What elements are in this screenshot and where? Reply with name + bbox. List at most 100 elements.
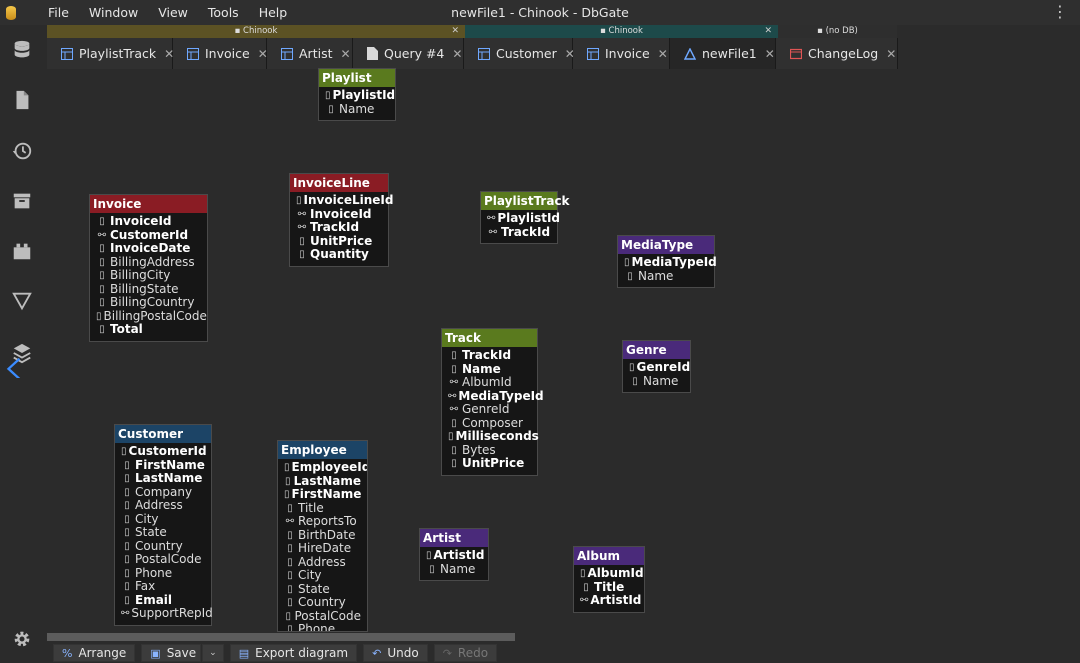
layers-icon[interactable] (10, 341, 34, 365)
column-row[interactable]: ▯BillingAddress (96, 255, 201, 270)
column-row[interactable]: ▯FirstName (121, 458, 205, 473)
tab-playlisttrack[interactable]: PlaylistTrack ✕ (47, 38, 175, 69)
column-row[interactable]: ▯UnitPrice (296, 234, 382, 249)
close-tab-icon[interactable]: ✕ (164, 46, 175, 61)
column-row[interactable]: ▯EmployeeId (284, 460, 367, 475)
column-row[interactable]: ▯Name (426, 562, 482, 577)
column-row[interactable]: ▯InvoiceId (96, 214, 201, 229)
column-row[interactable]: ▯MediaTypeId (624, 255, 717, 270)
plugin-icon[interactable] (10, 239, 34, 263)
column-row[interactable]: ▯BirthDate (284, 528, 361, 543)
column-row[interactable]: ▯AlbumId (580, 566, 644, 581)
column-row[interactable]: ▯Name (325, 102, 389, 117)
tab-artist[interactable]: Artist ✕ (267, 38, 353, 69)
column-row[interactable]: ⚯ReportsTo (284, 514, 361, 529)
diagram-canvas[interactable] (47, 69, 1080, 632)
close-tab-icon[interactable]: ✕ (657, 46, 668, 61)
column-row[interactable]: ▯BillingPostalCode (96, 309, 207, 324)
column-row[interactable]: ▯PostalCode (284, 609, 361, 624)
database-icon[interactable] (10, 38, 34, 62)
arrange-button[interactable]: % Arrange (53, 644, 136, 662)
entity-customer[interactable]: Customer ▯CustomerId▯FirstName▯LastName▯… (114, 424, 213, 626)
column-row[interactable]: ▯Title (284, 501, 361, 516)
column-row[interactable]: ▯PlaylistId (325, 88, 395, 103)
column-row[interactable]: ⚯MediaTypeId (448, 389, 544, 404)
tab-invoice[interactable]: Invoice ✕ (173, 38, 268, 69)
column-row[interactable]: ▯Name (448, 362, 531, 377)
column-row[interactable]: ▯Email (121, 593, 205, 608)
close-tab-icon[interactable]: ✕ (340, 46, 351, 61)
menu-tools[interactable]: Tools (207, 5, 239, 20)
column-row[interactable]: ▯UnitPrice (448, 456, 531, 471)
column-row[interactable]: ▯State (121, 525, 205, 540)
history-icon[interactable] (10, 139, 34, 163)
column-row[interactable]: ▯Phone (121, 566, 205, 581)
entity-invoiceline[interactable]: InvoiceLine ▯InvoiceLineId⚯InvoiceId⚯Tra… (289, 173, 393, 267)
column-row[interactable]: ▯Fax (121, 579, 205, 594)
menu-help[interactable]: Help (258, 5, 288, 20)
column-row[interactable]: ⚯TrackId (487, 225, 551, 240)
column-row[interactable]: ▯ArtistId (426, 548, 485, 563)
column-row[interactable]: ▯Name (629, 374, 684, 389)
column-row[interactable]: ▯Country (121, 539, 205, 554)
tab-newfile1[interactable]: newFile1 ✕ (670, 38, 776, 69)
column-row[interactable]: ▯Total (96, 322, 201, 337)
entity-artist[interactable]: Artist ▯ArtistId▯Name (419, 528, 489, 581)
settings-gear-icon[interactable] (10, 627, 34, 651)
column-row[interactable]: ▯City (284, 568, 361, 583)
entity-invoice[interactable]: Invoice ▯InvoiceId⚯CustomerId▯InvoiceDat… (89, 194, 208, 342)
entity-mediatype[interactable]: MediaType ▯MediaTypeId▯Name (617, 235, 717, 288)
scrollbar-thumb[interactable] (47, 633, 515, 641)
entity-playlist[interactable]: Playlist ▯PlaylistId▯Name (318, 68, 396, 121)
column-row[interactable]: ▯InvoiceDate (96, 241, 201, 256)
column-row[interactable]: ▯BillingState (96, 282, 201, 297)
column-row[interactable]: ▯Country (284, 595, 361, 610)
column-row[interactable]: ▯Title (580, 580, 638, 595)
column-row[interactable]: ▯GenreId (629, 360, 690, 375)
column-row[interactable]: ▯Address (121, 498, 205, 513)
column-row[interactable]: ▯Quantity (296, 247, 382, 262)
column-row[interactable]: ⚯InvoiceId (296, 207, 382, 222)
column-row[interactable]: ⚯SupportRepId (121, 606, 213, 621)
menu-view[interactable]: View (158, 5, 188, 20)
save-button[interactable]: ▣ Save (141, 644, 202, 662)
tab-customer[interactable]: Customer ✕ (464, 38, 575, 69)
export-diagram-button[interactable]: ▤ Export diagram (229, 644, 358, 662)
column-row[interactable]: ▯Milliseconds (448, 429, 539, 444)
horizontal-scrollbar[interactable] (47, 632, 1080, 642)
column-row[interactable]: ▯LastName (284, 474, 361, 489)
close-tab-icon[interactable]: ✕ (764, 46, 775, 61)
column-row[interactable]: ▯Name (624, 269, 708, 284)
column-row[interactable]: ▯Company (121, 485, 205, 500)
menu-window[interactable]: Window (88, 5, 139, 20)
archive-icon[interactable] (10, 189, 34, 213)
entity-album[interactable]: Album ▯AlbumId▯Title⚯ArtistId (573, 546, 645, 613)
tab-changelog[interactable]: ChangeLog ✕ (776, 38, 898, 69)
column-row[interactable]: ⚯GenreId (448, 402, 531, 417)
undo-button[interactable]: ↶ Undo (363, 644, 428, 662)
column-row[interactable]: ▯Phone (284, 622, 361, 631)
tab-query-4[interactable]: Query #4 ✕ (353, 38, 464, 69)
entity-genre[interactable]: Genre ▯GenreId▯Name (622, 340, 691, 393)
column-row[interactable]: ▯Address (284, 555, 361, 570)
column-row[interactable]: ⚯CustomerId (96, 228, 201, 243)
entity-employee[interactable]: Employee ▯EmployeeId▯LastName▯FirstName▯… (277, 440, 368, 632)
file-icon[interactable] (10, 88, 34, 112)
redo-button[interactable]: ↷ Redo (433, 644, 498, 662)
tab-invoice-2[interactable]: Invoice ✕ (573, 38, 670, 69)
close-tab-icon[interactable]: ✕ (886, 46, 897, 61)
column-row[interactable]: ▯BillingCity (96, 268, 201, 283)
column-row[interactable]: ▯State (284, 582, 361, 597)
save-dropdown-button[interactable]: ⌄ (202, 644, 224, 662)
close-tab-icon[interactable]: ✕ (257, 46, 268, 61)
column-row[interactable]: ▯Bytes (448, 443, 531, 458)
column-row[interactable]: ▯InvoiceLineId (296, 193, 393, 208)
close-group-icon[interactable]: ✕ (451, 26, 459, 36)
column-row[interactable]: ▯FirstName (284, 487, 361, 502)
column-row[interactable]: ⚯ArtistId (580, 593, 641, 608)
more-options-icon[interactable]: ⋮ (1052, 2, 1068, 21)
column-row[interactable]: ▯Composer (448, 416, 531, 431)
close-group-icon[interactable]: ✕ (764, 26, 772, 36)
column-row[interactable]: ▯City (121, 512, 205, 527)
close-tab-icon[interactable]: ✕ (564, 46, 575, 61)
